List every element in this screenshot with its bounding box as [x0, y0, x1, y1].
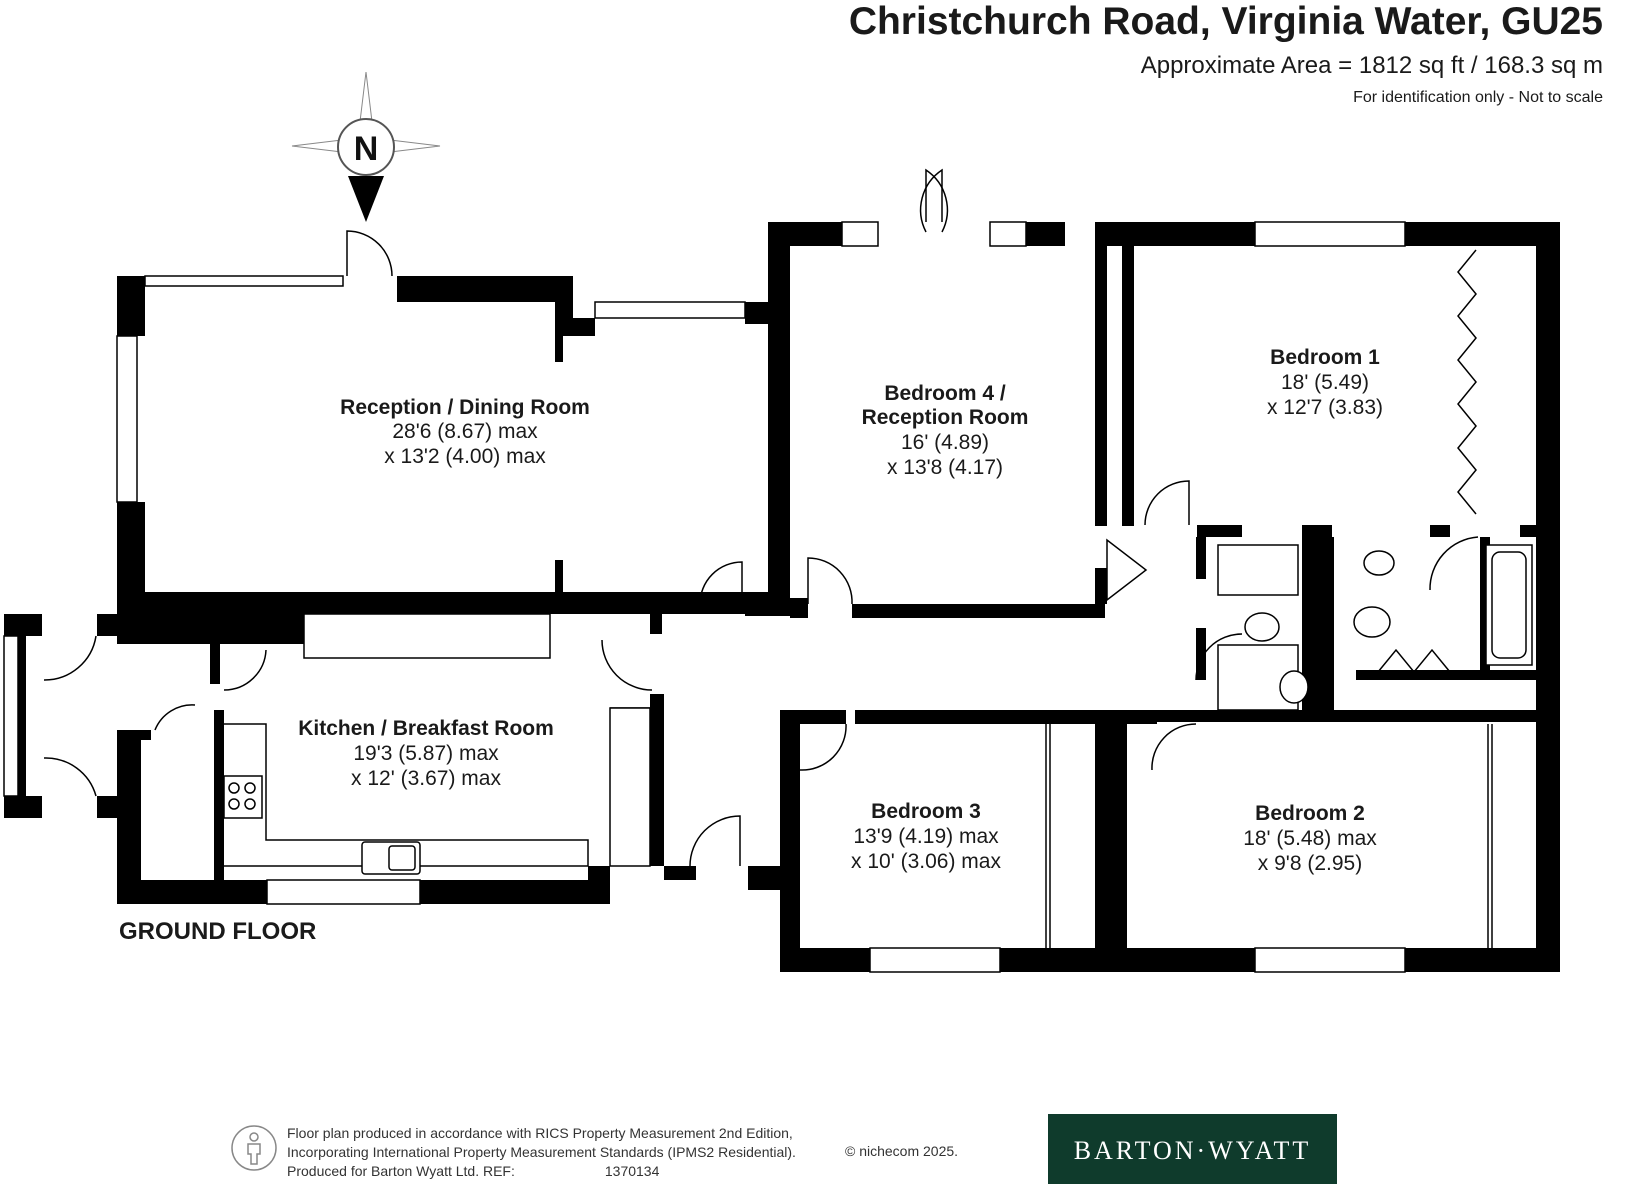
- room-dim-reception-length: 28'6 (8.67) max: [392, 420, 538, 443]
- footer-ref: 1370134: [604, 1163, 660, 1179]
- property-title: Christchurch Road, Virginia Water, GU25: [848, 0, 1603, 43]
- logo-text: BARTON·WYATT: [1073, 1136, 1312, 1165]
- room-dim-bedroom2-width: x 9'8 (2.95): [1258, 852, 1362, 875]
- footer-line-2: Incorporating International Property Mea…: [287, 1144, 796, 1160]
- room-dim-kitchen-width: x 12' (3.67) max: [351, 767, 501, 790]
- room-dim-bedroom3-width: x 10' (3.06) max: [851, 850, 1001, 873]
- room-name-reception: Reception / Dining Room: [340, 396, 590, 419]
- floor-label: GROUND FLOOR: [119, 918, 317, 945]
- room-dim-kitchen-length: 19'3 (5.87) max: [353, 742, 499, 765]
- room-name-kitchen: Kitchen / Breakfast Room: [298, 717, 554, 740]
- footer-notes: Floor plan produced in accordance with R…: [287, 1124, 796, 1181]
- footer-produced-for: Produced for Barton Wyatt Ltd. REF:: [287, 1163, 515, 1179]
- footer-line-1: Floor plan produced in accordance with R…: [287, 1125, 793, 1141]
- scale-disclaimer: For identification only - Not to scale: [1353, 89, 1603, 106]
- room-labels: Reception / Dining Room 28'6 (8.67) max …: [298, 346, 1383, 875]
- room-dim-reception-width: x 13'2 (4.00) max: [384, 445, 546, 468]
- windows: [3, 221, 1406, 973]
- room-dim-bedroom1-width: x 12'7 (3.83): [1267, 396, 1383, 419]
- interior-lines: [223, 544, 1533, 948]
- compass-north-label: N: [354, 130, 379, 168]
- room-name-bedroom4-line2: Reception Room: [862, 406, 1029, 429]
- compass-icon: N: [291, 71, 441, 222]
- room-name-bedroom3: Bedroom 3: [871, 800, 981, 823]
- door-swings: [43, 168, 1479, 867]
- barton-wyatt-logo: BARTON·WYATT: [1048, 1114, 1337, 1184]
- room-dim-bedroom4-length: 16' (4.89): [901, 431, 989, 454]
- room-dim-bedroom4-width: x 13'8 (4.17): [887, 456, 1003, 479]
- person-icon: [231, 1125, 277, 1171]
- room-dim-bedroom1-length: 18' (5.49): [1281, 371, 1369, 394]
- room-name-bedroom2: Bedroom 2: [1255, 802, 1365, 825]
- walls: [4, 222, 1560, 972]
- approximate-area: Approximate Area = 1812 sq ft / 168.3 sq…: [1140, 52, 1603, 79]
- fixtures: [228, 550, 1395, 875]
- footer-line-3: Produced for Barton Wyatt Ltd. REF: 13701…: [287, 1162, 796, 1181]
- room-name-bedroom4-line1: Bedroom 4 /: [884, 382, 1006, 405]
- room-dim-bedroom3-length: 13'9 (4.19) max: [853, 825, 999, 848]
- room-dim-bedroom2-length: 18' (5.48) max: [1243, 827, 1377, 850]
- room-name-bedroom1: Bedroom 1: [1270, 346, 1380, 369]
- copyright: © nichecom 2025.: [845, 1143, 959, 1159]
